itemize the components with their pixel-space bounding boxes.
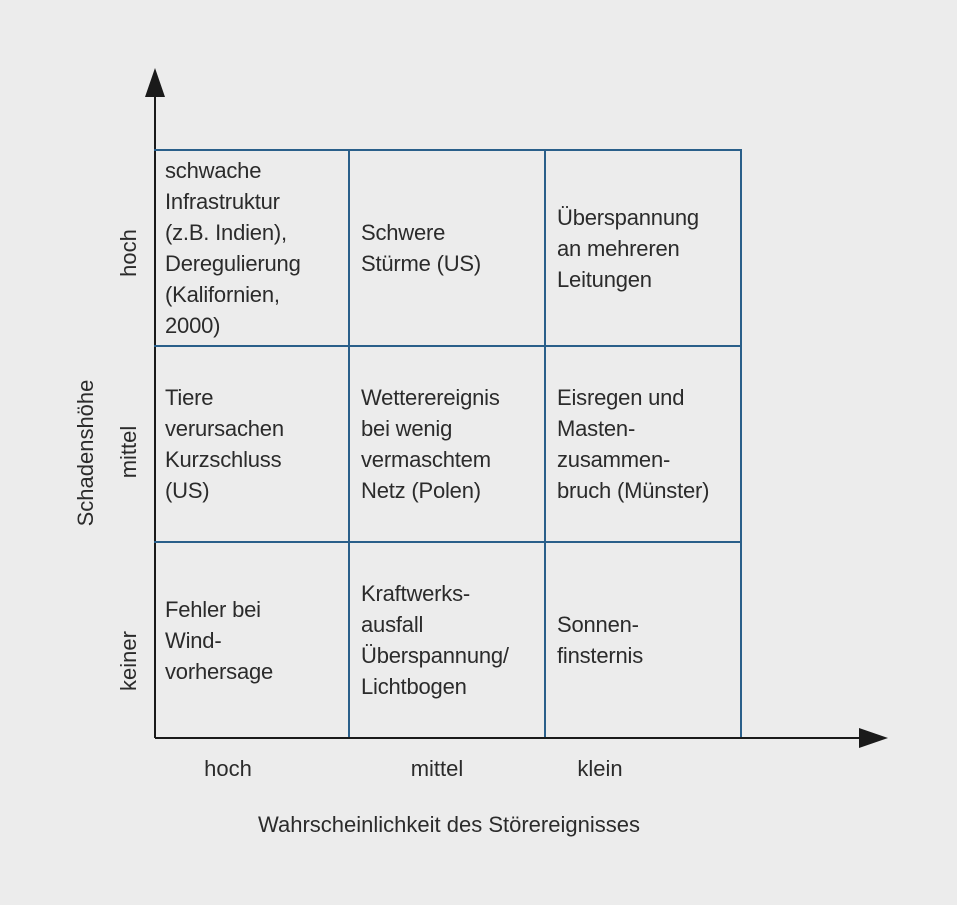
- y-axis-arrow: [145, 68, 165, 97]
- matrix-cell-r3-c3: Sonnen- finsternis: [546, 541, 742, 737]
- x-category-label-low: klein: [577, 756, 623, 781]
- matrix-cell-r2-c3: Eisregen und Masten- zusammen- bruch (Mü…: [546, 345, 742, 541]
- matrix-cell-r3-c1: Fehler bei Wind- vorhersage: [154, 541, 350, 737]
- matrix-cell-r2-c2: Wetterereignis bei wenig vermaschtem Net…: [350, 345, 546, 541]
- y-category-label-medium: mittel: [116, 425, 141, 479]
- y-axis-title: Schadenshöhe: [73, 379, 98, 527]
- x-axis-arrow: [859, 728, 888, 748]
- x-axis-title: Wahrscheinlichkeit des Störereignisses: [258, 812, 640, 837]
- y-category-label-high: hoch: [116, 229, 141, 277]
- matrix-cell-r1-c3: Überspannung an mehreren Leitungen: [546, 149, 742, 345]
- risk-matrix-grid: schwache Infrastruktur (z.B. Indien), De…: [154, 149, 742, 737]
- matrix-cell-r3-c2: Kraftwerks- ausfall Überspannung/ Lichtb…: [350, 541, 546, 737]
- x-category-label-high: hoch: [204, 756, 252, 781]
- y-category-label-none: keiner: [116, 631, 141, 691]
- x-category-label-medium: mittel: [410, 756, 464, 781]
- matrix-cell-r1-c2: Schwere Stürme (US): [350, 149, 546, 345]
- matrix-cell-r1-c1: schwache Infrastruktur (z.B. Indien), De…: [154, 149, 350, 345]
- matrix-cell-r2-c1: Tiere verursachen Kurzschluss (US): [154, 345, 350, 541]
